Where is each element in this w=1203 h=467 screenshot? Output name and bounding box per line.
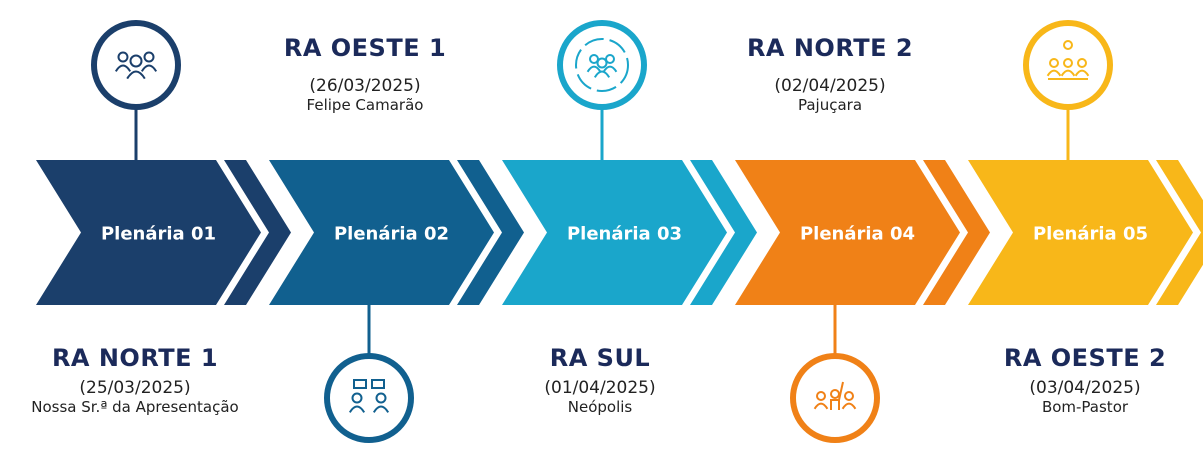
- stage-4-label: Plenária 04: [800, 224, 915, 245]
- stage-1-date: (25/03/2025): [79, 378, 191, 398]
- stage-2-chevron: [269, 160, 494, 305]
- stage-4-region: RA NORTE 2: [746, 34, 914, 62]
- stage-1-region: RA NORTE 1: [51, 344, 219, 372]
- stage-3-region: RA SUL: [549, 344, 651, 372]
- stage-5-chevron-tail: [1156, 160, 1203, 305]
- stage-1: Plenária 01: [36, 20, 291, 305]
- raised-hand-icon: [790, 353, 880, 443]
- stage-2-region: RA OESTE 1: [283, 34, 447, 62]
- stage-2-place: Felipe Camarão: [306, 96, 424, 114]
- meeting-idea-icon: [1023, 20, 1113, 110]
- stage-4-place: Pajuçara: [797, 96, 863, 114]
- stage-4-date: (02/04/2025): [774, 76, 886, 96]
- stage-1-chevron-tail: [224, 160, 291, 305]
- stage-2-date: (26/03/2025): [309, 76, 421, 96]
- stage-1-place: Nossa Sr.ª da Apresentação: [31, 398, 239, 416]
- stage-5-region: RA OESTE 2: [1003, 344, 1167, 372]
- stage-3-label: Plenária 03: [567, 224, 682, 245]
- stage-1-chevron: [36, 160, 261, 305]
- stage-4: Plenária 04: [735, 160, 990, 443]
- stage-3-info: RA SUL (01/04/2025) Neópolis: [465, 344, 735, 416]
- stage-3-chevron: [502, 160, 727, 305]
- stage-4-info: RA NORTE 2 (02/04/2025) Pajuçara: [695, 34, 965, 114]
- stage-5-info: RA OESTE 2 (03/04/2025) Bom-Pastor: [950, 344, 1203, 416]
- stage-2: Plenária 02: [269, 160, 524, 443]
- people-cycle-icon: [557, 20, 647, 110]
- stage-4-chevron-tail: [923, 160, 990, 305]
- stage-3-date: (01/04/2025): [544, 378, 656, 398]
- discussion-group-icon: [324, 353, 414, 443]
- stage-2-chevron-tail: [457, 160, 524, 305]
- stage-5-label: Plenária 05: [1033, 224, 1148, 245]
- stage-2-info: RA OESTE 1 (26/03/2025) Felipe Camarão: [230, 34, 500, 114]
- stage-5: Plenária 05: [968, 20, 1203, 305]
- team-group-icon: [91, 20, 181, 110]
- stage-2-label: Plenária 02: [334, 224, 449, 245]
- stage-5-place: Bom-Pastor: [1041, 398, 1129, 416]
- stage-1-label: Plenária 01: [101, 224, 216, 245]
- stage-3: Plenária 03: [502, 20, 757, 305]
- stage-3-chevron-tail: [690, 160, 757, 305]
- stage-5-date: (03/04/2025): [1029, 378, 1141, 398]
- stage-3-place: Neópolis: [567, 398, 633, 416]
- stage-4-chevron: [735, 160, 960, 305]
- stage-5-chevron: [968, 160, 1193, 305]
- stage-1-info: RA NORTE 1 (25/03/2025) Nossa Sr.ª da Ap…: [0, 344, 270, 416]
